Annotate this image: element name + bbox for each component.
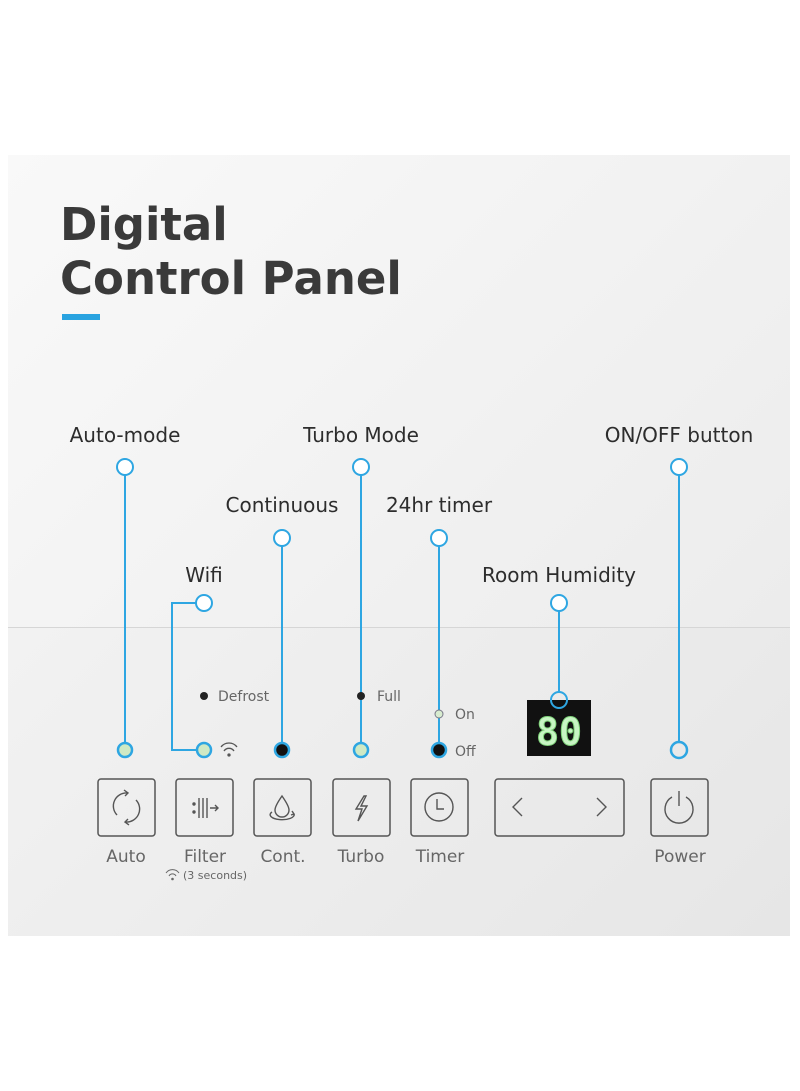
power-callout-dot: [670, 458, 688, 476]
wifi-icon: [220, 742, 238, 757]
room-humidity-label: Room Humidity: [482, 563, 636, 587]
adjust-button[interactable]: [494, 778, 625, 837]
auto-mode-label: Auto-mode: [70, 423, 181, 447]
chevron-right-icon[interactable]: [596, 797, 607, 817]
filter-led: [195, 741, 213, 759]
turbo-button[interactable]: [332, 778, 391, 837]
turbo-button-label: Turbo: [337, 847, 385, 867]
continuous-callout-dot: [273, 529, 291, 547]
humidity-display: 80: [527, 691, 591, 756]
defrost-indicator: [200, 692, 208, 700]
humidity-callout-dot: [550, 594, 568, 612]
power-button[interactable]: [650, 778, 709, 837]
wifi-label: Wifi: [185, 563, 223, 587]
control-panel: [8, 627, 790, 936]
turbo-mode-label: Turbo Mode: [302, 423, 419, 447]
auto-cycle-icon: [112, 789, 141, 826]
turbo-callout-dot: [352, 458, 370, 476]
auto-button-label: Auto: [106, 847, 145, 867]
turbo-led: [352, 741, 370, 759]
auto-mode-callout-dot: [116, 458, 134, 476]
filter-icon: [192, 798, 219, 818]
filter-button[interactable]: [175, 778, 234, 837]
full-indicator: [357, 692, 365, 700]
lightning-icon: [354, 795, 369, 822]
timer-button-label: Timer: [415, 847, 465, 867]
cont-button-label: Cont.: [260, 847, 305, 867]
power-button-label: Power: [654, 847, 705, 867]
clock-icon: [424, 792, 454, 822]
wifi-small-icon: [165, 869, 180, 881]
water-drop-icon: [269, 794, 296, 821]
auto-button[interactable]: [97, 778, 156, 837]
timer-button[interactable]: [410, 778, 469, 837]
defrost-label: Defrost: [218, 689, 270, 705]
timer-on-indicator: [434, 709, 444, 719]
filter-note: (3 seconds): [183, 869, 247, 882]
chevron-left-icon[interactable]: [512, 797, 523, 817]
continuous-led: [273, 741, 291, 759]
cont-button[interactable]: [253, 778, 312, 837]
timer-off-led: [430, 741, 448, 759]
timer-callout-dot: [430, 529, 448, 547]
accent-bar: [62, 314, 100, 320]
timer-on-label: On: [455, 707, 475, 723]
wifi-callout-dot: [195, 594, 213, 612]
timer-24hr-label: 24hr timer: [386, 493, 493, 517]
humidity-value: 80: [536, 710, 582, 754]
background: [8, 155, 790, 627]
power-icon: [664, 791, 694, 824]
filter-button-label: Filter: [184, 847, 226, 867]
full-label: Full: [377, 689, 401, 705]
power-callout-end: [669, 740, 689, 760]
continuous-label: Continuous: [226, 493, 339, 517]
timer-off-label: Off: [455, 744, 476, 760]
on-off-label: ON/OFF button: [605, 423, 754, 447]
auto-led: [116, 741, 134, 759]
